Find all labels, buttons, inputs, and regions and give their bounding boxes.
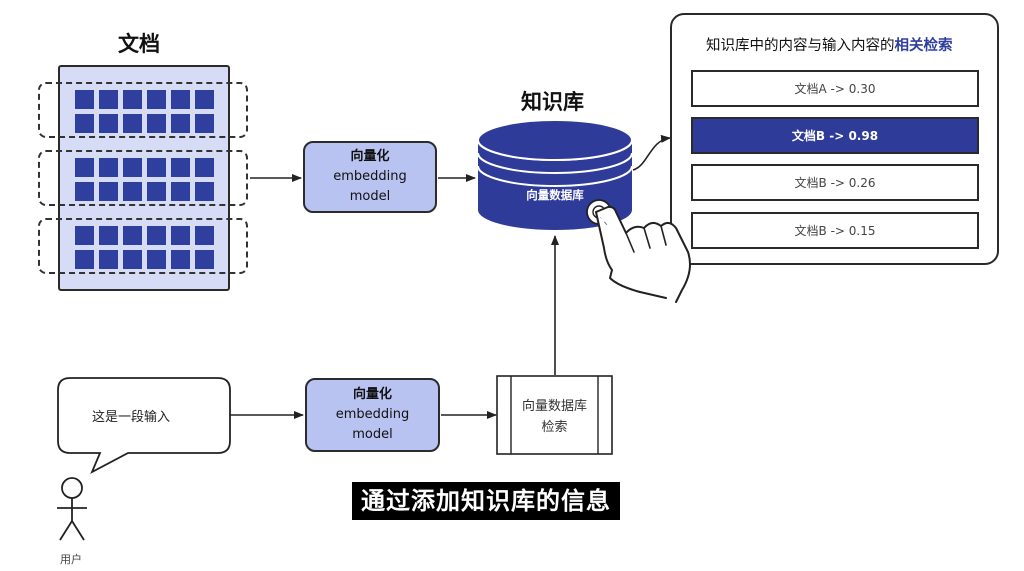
result-row-text: 文档B -> 0.98: [791, 129, 879, 143]
model-label-line2: embedding: [333, 169, 407, 184]
model-label-zh: 向量化: [350, 149, 390, 164]
heading-highlight: 相关检索: [894, 38, 953, 54]
result-row-text: 文档B -> 0.15: [794, 224, 876, 238]
vector-cell: [147, 90, 166, 109]
vector-cell: [75, 250, 94, 269]
retrieval-results-heading: 知识库中的内容与输入内容的相关检索: [706, 34, 953, 55]
vector-cell: [123, 158, 142, 177]
vector-cell: [99, 226, 118, 245]
vector-cell: [171, 158, 190, 177]
vector-cell: [195, 158, 214, 177]
database-label: 向量数据库: [526, 188, 584, 202]
vector-cell: [75, 114, 94, 133]
model-label-line2: embedding: [335, 407, 410, 422]
vector-cell: [75, 158, 94, 177]
documents-title: 文档: [118, 32, 160, 56]
user-label: 用户: [60, 553, 82, 566]
vector-cell: [123, 90, 142, 109]
result-row-text: 文档B -> 0.26: [794, 176, 876, 190]
embedding-model-top: 向量化 embedding model: [303, 141, 437, 213]
vector-cell: [171, 226, 190, 245]
vector-cell: [99, 250, 118, 269]
vector-cell: [123, 182, 142, 201]
user-icon: [57, 477, 87, 541]
vector-cell: [123, 250, 142, 269]
result-row-text: 文档A -> 0.30: [794, 82, 876, 96]
search-label-line1: 向量数据库: [521, 399, 587, 414]
vector-cell: [147, 182, 166, 201]
vector-cell: [99, 90, 118, 109]
vector-cell: [123, 226, 142, 245]
heading-text: 知识库中的内容与输入内容的: [706, 38, 895, 54]
model-label-zh: 向量化: [352, 387, 392, 402]
speech-bubble: [57, 377, 231, 474]
vector-cell: [123, 114, 142, 133]
pointing-hand-icon: [586, 199, 691, 303]
model-label-line3: model: [352, 427, 393, 442]
vector-cell: [147, 158, 166, 177]
document-chunk: [38, 82, 248, 138]
document-chunk: [38, 218, 248, 274]
arrow-db-to-results: [632, 134, 671, 171]
result-row[interactable]: 文档B -> 0.26: [691, 164, 979, 201]
vector-cell: [99, 158, 118, 177]
document-chunk: [38, 150, 248, 206]
search-label-line2: 检索: [541, 420, 568, 435]
vector-cell: [75, 90, 94, 109]
result-row-selected[interactable]: 文档B -> 0.98: [691, 117, 979, 154]
vector-cell: [171, 182, 190, 201]
vector-cell: [99, 182, 118, 201]
video-subtitle: 通过添加知识库的信息: [352, 482, 620, 520]
vector-search-label: 向量数据库 检索: [498, 396, 611, 438]
vector-search-box: [496, 375, 613, 455]
vector-cell: [171, 90, 190, 109]
user-input-text: 这是一段输入: [92, 410, 171, 425]
vector-cell: [195, 226, 214, 245]
vector-cell: [171, 114, 190, 133]
result-row[interactable]: 文档A -> 0.30: [691, 70, 979, 107]
knowledge-base-title: 知识库: [521, 90, 584, 114]
result-row[interactable]: 文档B -> 0.15: [691, 212, 979, 249]
embedding-model-bottom: 向量化 embedding model: [305, 378, 440, 452]
vector-cell: [195, 90, 214, 109]
vector-cell: [99, 114, 118, 133]
vector-cell: [171, 250, 190, 269]
vector-cell: [195, 114, 214, 133]
vector-cell: [147, 114, 166, 133]
vector-cell: [147, 226, 166, 245]
vector-cell: [195, 182, 214, 201]
vector-cell: [195, 250, 214, 269]
vector-cell: [75, 226, 94, 245]
model-label-line3: model: [349, 189, 391, 204]
vector-cell: [147, 250, 166, 269]
vector-cell: [75, 182, 94, 201]
